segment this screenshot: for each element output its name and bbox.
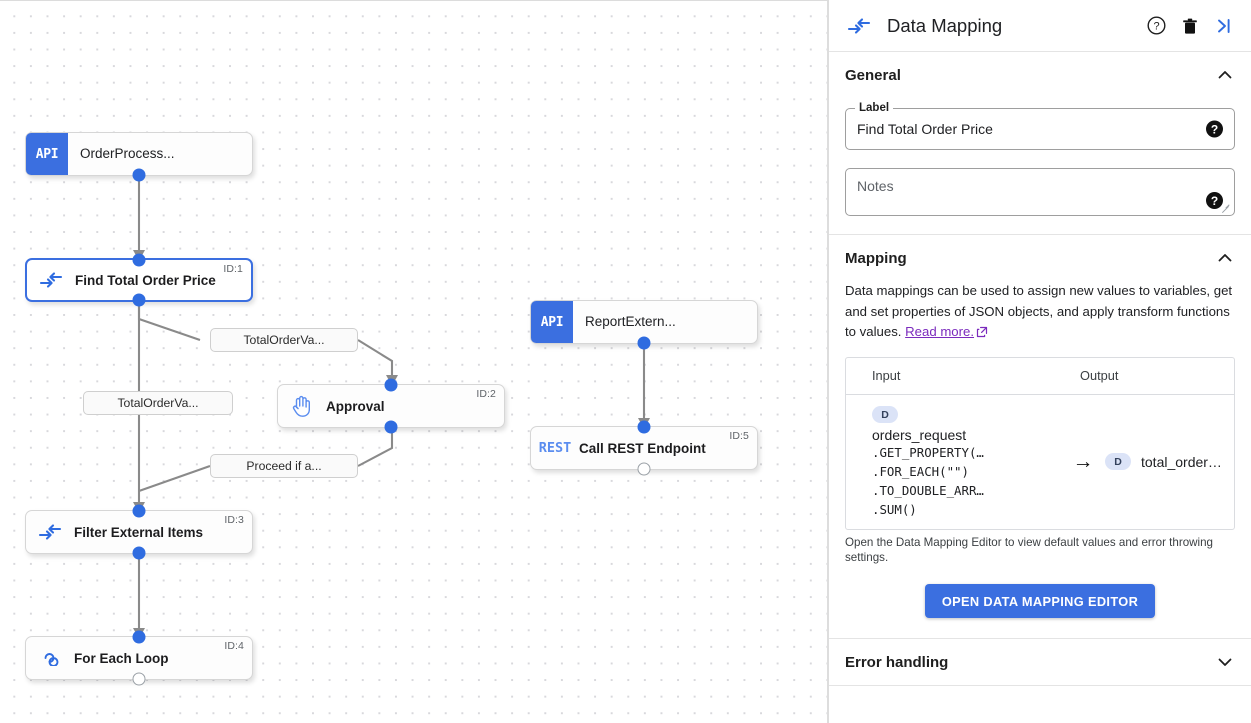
- section-error-handling-header[interactable]: Error handling: [845, 639, 1235, 685]
- panel-header: Data Mapping ?: [829, 0, 1251, 52]
- properties-panel: Data Mapping ?: [828, 0, 1251, 723]
- node-input-port[interactable]: [384, 378, 398, 392]
- section-mapping-header[interactable]: Mapping: [845, 235, 1235, 281]
- mapping-table-header: Input Output: [846, 358, 1234, 395]
- node-id-badge: ID:2: [476, 388, 496, 400]
- canvas-divider: [827, 1, 828, 723]
- node-input-port[interactable]: [132, 504, 146, 518]
- node-label: For Each Loop: [74, 650, 169, 666]
- label-field-help-icon[interactable]: ?: [1206, 120, 1223, 138]
- collapse-panel-icon[interactable]: [1209, 11, 1239, 41]
- delete-icon[interactable]: [1175, 11, 1205, 41]
- edge-label-total-order-va-1[interactable]: TotalOrderVa...: [210, 328, 358, 352]
- node-filter-external-items[interactable]: Filter External Items ID:3: [25, 504, 253, 560]
- label-field[interactable]: Label Find Total Order Price ?: [845, 101, 1235, 150]
- notes-resize-handle[interactable]: [1220, 202, 1230, 212]
- rest-badge-icon: REST: [538, 440, 572, 456]
- data-mapping-icon: [26, 524, 74, 540]
- section-general-header[interactable]: General: [845, 52, 1235, 98]
- section-divider: [829, 638, 1251, 639]
- node-input-port[interactable]: [132, 253, 146, 267]
- edge-label-total-order-va-2[interactable]: TotalOrderVa...: [83, 391, 233, 415]
- section-mapping: Mapping Data mappings can be used to ass…: [829, 235, 1251, 638]
- section-general-title: General: [845, 66, 901, 84]
- table-row[interactable]: D orders_request .GET_PROPERTY(… .FOR_EA…: [846, 395, 1234, 530]
- notes-field[interactable]: Notes ?: [845, 168, 1235, 216]
- section-mapping-title: Mapping: [845, 249, 907, 267]
- panel-title: Data Mapping: [887, 14, 1003, 36]
- chevron-up-icon[interactable]: [1215, 248, 1235, 268]
- label-field-label: Label: [855, 101, 894, 115]
- mapping-input-cell: D orders_request .GET_PROPERTY(… .FOR_EA…: [846, 405, 1061, 520]
- node-call-rest-endpoint[interactable]: REST Call REST Endpoint ID:5: [530, 420, 758, 476]
- notes-field-help-icon[interactable]: ?: [1206, 192, 1223, 209]
- column-header-output: Output: [1080, 368, 1119, 383]
- node-label: Call REST Endpoint: [579, 440, 706, 456]
- node-label: Find Total Order Price: [75, 272, 216, 288]
- section-general: General Label Find Total Order Price ? N…: [829, 52, 1251, 234]
- column-header-input: Input: [872, 368, 901, 383]
- label-field-value: Find Total Order Price: [857, 121, 993, 137]
- label-field-wrapper: Label Find Total Order Price ?: [845, 101, 1235, 150]
- node-output-port[interactable]: [132, 168, 146, 182]
- data-mapping-icon: [845, 17, 873, 34]
- node-output-port[interactable]: [132, 546, 146, 560]
- node-id-badge: ID:4: [224, 640, 244, 652]
- node-label: OrderProcess...: [80, 146, 175, 161]
- input-transform-1: .GET_PROPERTY(…: [872, 445, 984, 460]
- open-data-mapping-editor-button[interactable]: OPEN DATA MAPPING EDITOR: [924, 584, 1156, 618]
- node-output-port[interactable]: [637, 336, 651, 350]
- help-icon[interactable]: ?: [1141, 11, 1171, 41]
- section-error-handling: Error handling: [829, 639, 1251, 685]
- mapping-table: Input Output D orders_request .GET_PROPE…: [845, 356, 1235, 530]
- edge-label-proceed-if-a[interactable]: Proceed if a...: [210, 454, 358, 478]
- node-id-badge: ID:1: [223, 263, 243, 275]
- external-link-icon[interactable]: [976, 324, 988, 345]
- node-output-port[interactable]: [132, 672, 146, 686]
- node-id-badge: ID:3: [224, 514, 244, 526]
- mapping-arrow-icon: →: [1072, 450, 1094, 474]
- mapping-editor-note: Open the Data Mapping Editor to view def…: [845, 536, 1213, 564]
- node-find-total-order-price[interactable]: Find Total Order Price ID:1: [25, 253, 253, 307]
- loop-infinity-icon: [26, 650, 74, 666]
- node-for-each-loop[interactable]: For Each Loop ID:4: [25, 630, 253, 686]
- input-transform-2: .FOR_EACH(""): [872, 464, 969, 479]
- svg-text:?: ?: [1153, 21, 1159, 33]
- node-id-badge: ID:5: [729, 430, 749, 442]
- edge-connections: [133, 176, 650, 639]
- node-output-port[interactable]: [132, 293, 146, 307]
- output-type-badge: D: [1105, 453, 1131, 471]
- api-badge-icon: API: [531, 301, 573, 343]
- node-output-port[interactable]: [637, 462, 651, 476]
- chevron-up-icon[interactable]: [1215, 65, 1235, 85]
- node-label: ReportExtern...: [585, 314, 676, 329]
- node-report-external[interactable]: API ReportExtern...: [530, 300, 758, 350]
- notes-field-placeholder: Notes: [857, 178, 894, 194]
- data-mapping-icon: [27, 272, 75, 288]
- output-variable-name: total_order…: [1141, 453, 1222, 470]
- mapping-description: Data mappings can be used to assign new …: [845, 283, 1233, 339]
- section-error-handling-title: Error handling: [845, 653, 949, 671]
- node-approval[interactable]: Approval ID:2: [277, 378, 505, 434]
- hand-icon: [278, 394, 326, 418]
- mapping-output-cell: D total_order…: [1105, 453, 1234, 471]
- section-divider: [829, 234, 1251, 235]
- api-badge-icon: API: [26, 133, 68, 175]
- chevron-down-icon[interactable]: [1215, 652, 1235, 672]
- input-transform-4: .SUM(): [872, 502, 917, 517]
- input-transform-3: .TO_DOUBLE_ARR…: [872, 483, 984, 498]
- read-more-link[interactable]: Read more.: [905, 324, 975, 339]
- node-input-port[interactable]: [637, 420, 651, 434]
- workflow-canvas[interactable]: API OrderProcess... Find Total Order Pri…: [0, 0, 828, 723]
- node-order-process[interactable]: API OrderProcess...: [25, 132, 253, 182]
- node-output-port[interactable]: [384, 420, 398, 434]
- input-type-badge: D: [872, 406, 898, 423]
- node-label: Filter External Items: [74, 524, 204, 540]
- section-divider: [829, 685, 1251, 686]
- mapping-description-block: Data mappings can be used to assign new …: [845, 281, 1235, 345]
- node-input-port[interactable]: [132, 630, 146, 644]
- input-variable-name: orders_request: [872, 427, 967, 443]
- node-label: Approval: [326, 398, 385, 414]
